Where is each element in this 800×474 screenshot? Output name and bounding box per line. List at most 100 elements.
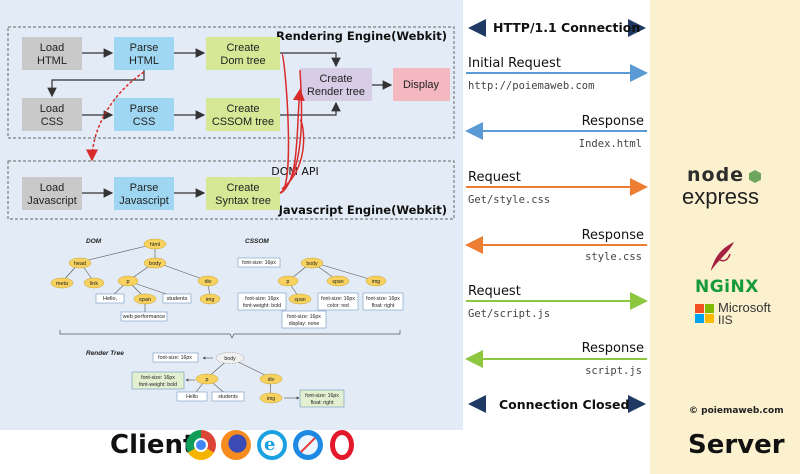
load-html-box: Load HTML (22, 37, 82, 70)
svg-text:Parse: Parse (130, 103, 159, 115)
safari-icon (293, 430, 323, 460)
render-tree: Render Tree font-size: 16px body p div H… (86, 350, 345, 408)
svg-text:Load: Load (40, 103, 64, 115)
display-box: Display (393, 68, 450, 101)
initial-request-detail: http://poiemaweb.com (468, 80, 595, 92)
svg-text:font-weight: bold: font-weight: bold (139, 382, 177, 388)
svg-text:font-weight: bold: font-weight: bold (243, 303, 281, 309)
svg-text:img: img (206, 297, 215, 303)
create-syntax-box: Create Syntax tree (206, 177, 280, 210)
svg-text:Display: Display (403, 79, 440, 91)
svg-text:img: img (267, 396, 275, 402)
svg-text:CSS: CSS (41, 116, 64, 128)
request-css-detail: Get/style.css (468, 194, 551, 206)
dom-tree-title: DOM (86, 238, 102, 245)
request-js-detail: Get/script.js (468, 308, 551, 320)
svg-text:font-size: 16px: font-size: 16px (321, 296, 355, 302)
parse-css-box: Parse CSS (114, 98, 174, 131)
http-connection-label: HTTP/1.1 Connection (493, 20, 641, 35)
svg-text:div: div (204, 279, 211, 285)
svg-text:students: students (167, 296, 188, 302)
js-engine-frame (7, 160, 455, 220)
svg-text:Parse: Parse (130, 42, 159, 54)
svg-text:meta: meta (56, 281, 69, 287)
svg-text:font-size: 16px: font-size: 16px (158, 355, 192, 361)
rendering-engine-title: Rendering Engine(Webkit) (276, 29, 447, 43)
node-logo: node (687, 164, 745, 186)
windows-icon (695, 304, 715, 324)
parse-js-box: Parse Javascript (114, 177, 174, 210)
svg-text:Create: Create (226, 103, 259, 115)
svg-text:font-size: 16px: font-size: 16px (242, 260, 276, 266)
svg-text:display: none: display: none (289, 321, 320, 327)
svg-text:font-size: 16px: font-size: 16px (305, 393, 339, 399)
svg-text:body: body (306, 261, 318, 267)
opera-icon (330, 430, 354, 460)
svg-text:Javascript: Javascript (119, 195, 169, 207)
svg-text:Syntax tree: Syntax tree (215, 195, 271, 207)
svg-text:Load: Load (40, 42, 64, 54)
iis-label: IIS (718, 313, 733, 327)
merge-brace (59, 330, 401, 339)
svg-text:span: span (294, 297, 305, 303)
parse-html-box: Parse HTML (114, 37, 174, 70)
svg-text:span: span (139, 297, 151, 303)
ie-icon: e (257, 430, 287, 460)
connection-closed-label: Connection Closed (499, 397, 630, 412)
svg-text:span: span (332, 279, 343, 285)
js-engine-title: Javascript Engine(Webkit) (278, 203, 447, 217)
nginx-logo: NGiNX (695, 277, 759, 297)
svg-text:Hello: Hello (186, 394, 198, 400)
svg-text:body: body (149, 261, 161, 267)
svg-text:students: students (218, 394, 238, 400)
load-css-box: Load CSS (22, 98, 82, 131)
svg-text:float: right: float: right (311, 400, 334, 406)
response-html-detail: Index.html (578, 138, 642, 150)
initial-request-label: Initial Request (468, 56, 561, 71)
svg-text:Javascript: Javascript (27, 195, 77, 207)
svg-text:img: img (372, 279, 380, 285)
response-css-detail: style.css (585, 251, 642, 263)
response-js-detail: script.js (585, 365, 642, 377)
microsoft-iis-logo: Microsoft IIS (718, 301, 771, 327)
svg-text:body: body (224, 356, 236, 362)
firefox-icon (221, 430, 251, 460)
client-label: Client (110, 430, 196, 460)
chrome-icon (186, 430, 216, 460)
create-dom-box: Create Dom tree (206, 37, 280, 70)
svg-text:Load: Load (40, 182, 64, 194)
microsoft-label: Microsoft (718, 300, 771, 315)
svg-text:float: right: float: right (372, 303, 395, 309)
rendering-engine-frame (7, 26, 455, 139)
svg-text:Hello,: Hello, (103, 296, 118, 302)
svg-text:font-size: 16px: font-size: 16px (245, 296, 279, 302)
svg-text:color: red: color: red (327, 303, 349, 309)
node-hex-icon (749, 170, 761, 183)
svg-text:font-size: 16px: font-size: 16px (366, 296, 400, 302)
cssom-tree-title: CSSOM (245, 238, 269, 245)
nginx-leaf-icon (711, 242, 734, 271)
svg-text:Create: Create (226, 42, 259, 54)
svg-text:Create: Create (226, 182, 259, 194)
svg-text:web performance: web performance (122, 314, 166, 320)
render-tree-title: Render Tree (86, 350, 124, 357)
create-render-tree-box: Create Render tree (300, 68, 372, 101)
server-panel (650, 0, 800, 474)
svg-text:CSSOM tree: CSSOM tree (212, 116, 274, 128)
svg-text:head: head (74, 261, 86, 267)
svg-text:p: p (126, 279, 129, 285)
server-label: Server (688, 430, 785, 460)
svg-text:p: p (206, 377, 209, 383)
load-js-box: Load Javascript (22, 177, 82, 210)
svg-text:p: p (287, 279, 290, 285)
cssom-tree: CSSOM font-size: 16px body p span img span… (237, 238, 404, 329)
copyright-label: © poiemaweb.com (689, 406, 784, 416)
svg-text:CSS: CSS (133, 116, 156, 128)
create-cssom-box: Create CSSOM tree (206, 98, 280, 131)
request-css-label: Request (468, 170, 521, 185)
express-logo: express (682, 184, 760, 209)
response-css-label: Response (581, 228, 644, 243)
svg-text:link: link (90, 281, 99, 287)
